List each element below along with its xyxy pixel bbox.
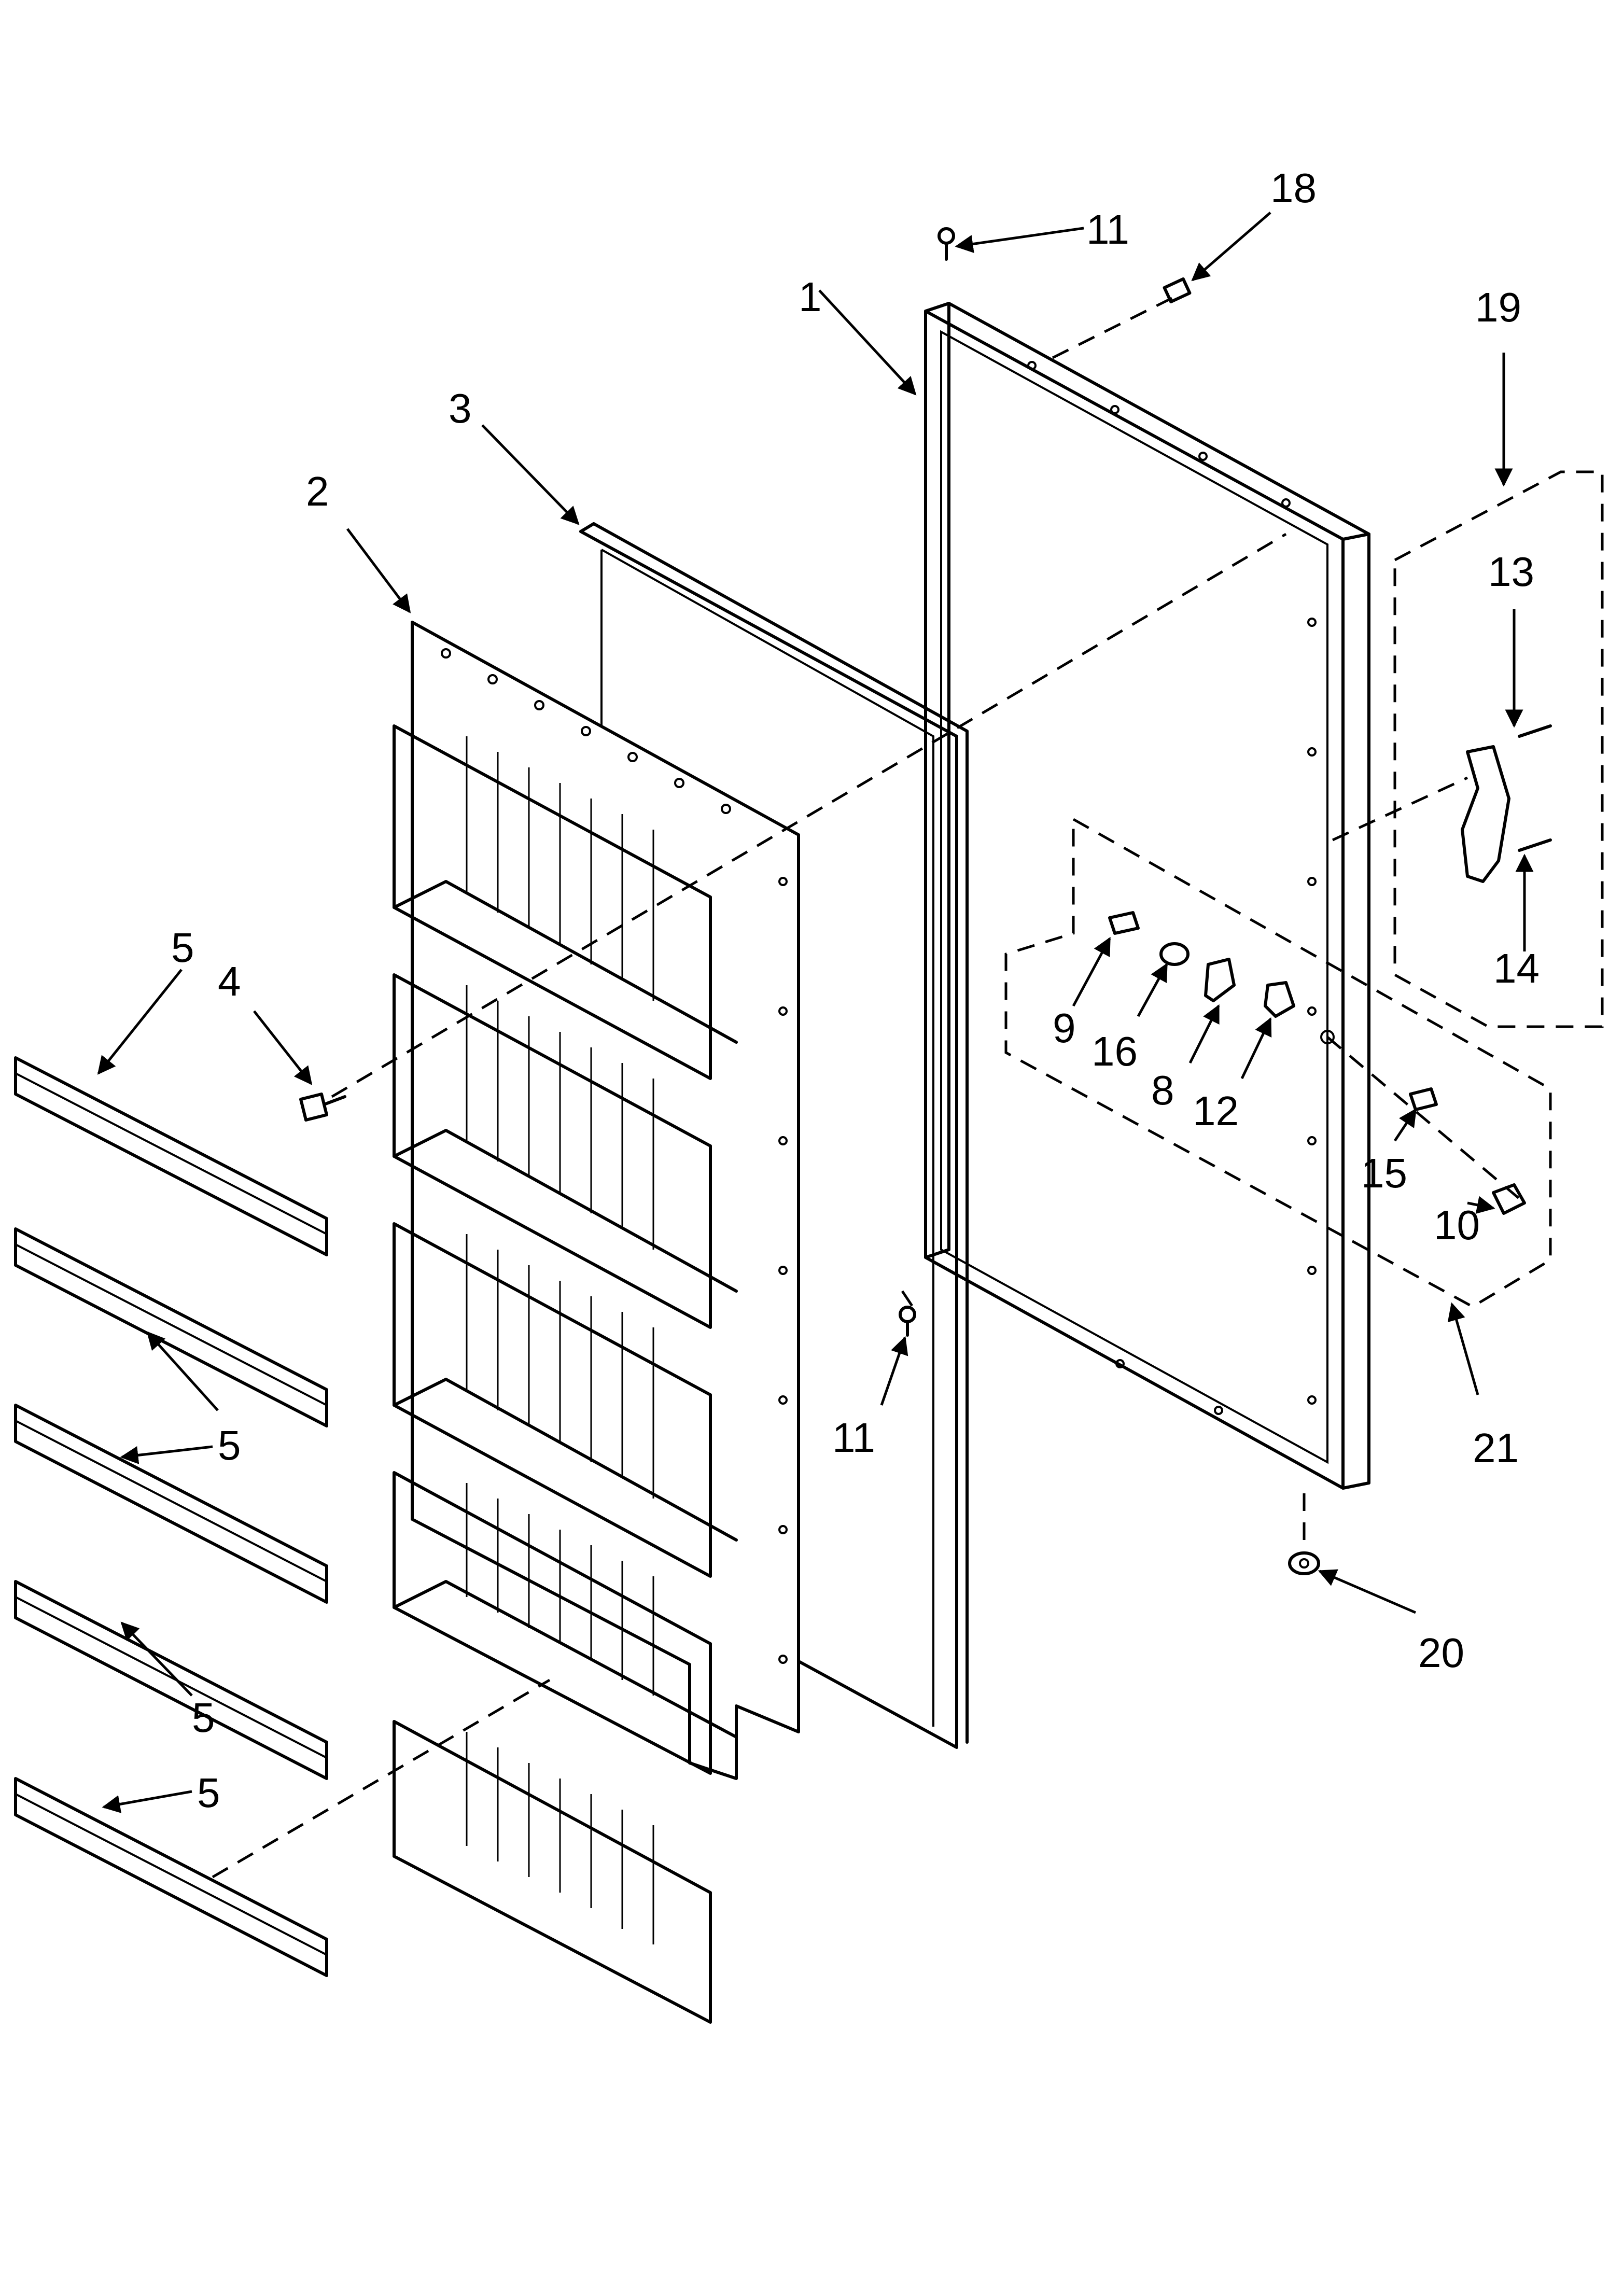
- callout-4: 4: [218, 958, 241, 1004]
- callout-labels: 1 2 3 4 5 5 5 5 8 9 10 11 11 12 13 14 15…: [171, 165, 1540, 1816]
- callout-9: 9: [1053, 1005, 1076, 1051]
- callout-15: 15: [1361, 1150, 1407, 1196]
- door-panel: [924, 302, 1370, 1490]
- callout-13: 13: [1488, 549, 1534, 595]
- callout-20: 20: [1418, 1630, 1464, 1676]
- leader-lines: [97, 212, 1534, 1813]
- screw-icon: [899, 1306, 916, 1337]
- nut-icon: [1288, 1551, 1320, 1575]
- callout-16: 16: [1092, 1028, 1138, 1074]
- washer-icon: [1159, 942, 1190, 966]
- callout-8: 8: [1151, 1067, 1174, 1113]
- lock-cylinder-icon: [1409, 1087, 1438, 1111]
- door-shelf-trims: [14, 1056, 328, 1977]
- lock-clip-icon: [1264, 981, 1295, 1018]
- callout-14: 14: [1493, 945, 1540, 991]
- liner-shelves: [393, 724, 738, 2024]
- lock-cam-icon: [1204, 958, 1236, 1002]
- screw-icon: [938, 227, 955, 261]
- callout-1: 1: [799, 274, 822, 320]
- screw-icon: [299, 1093, 346, 1122]
- callout-19: 19: [1475, 284, 1521, 330]
- spacer-icon: [1163, 277, 1192, 304]
- hardware: [299, 227, 1552, 1575]
- callout-5: 5: [218, 1422, 241, 1468]
- alignment-lines: [212, 297, 1604, 1879]
- callout-21: 21: [1473, 1425, 1519, 1471]
- bolt-icon: [1108, 911, 1140, 935]
- callout-3: 3: [449, 385, 472, 431]
- callout-5: 5: [171, 925, 194, 971]
- callout-12: 12: [1193, 1088, 1239, 1134]
- callout-5: 5: [197, 1770, 220, 1816]
- callout-11: 11: [1086, 206, 1129, 253]
- door-liner: [393, 621, 800, 2024]
- callout-2: 2: [306, 468, 329, 514]
- callout-10: 10: [1434, 1202, 1480, 1248]
- callout-5: 5: [192, 1695, 215, 1741]
- callout-11: 11: [832, 1415, 875, 1461]
- hinge-icon: [1461, 724, 1552, 883]
- callout-18: 18: [1270, 165, 1317, 211]
